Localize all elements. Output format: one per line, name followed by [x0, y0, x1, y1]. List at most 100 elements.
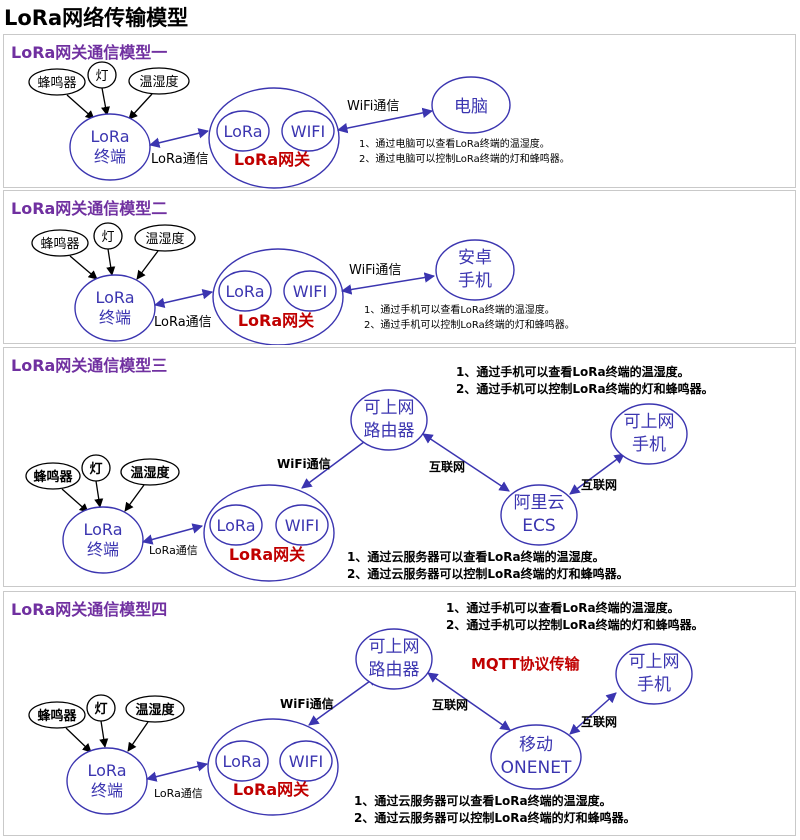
svg-text:LoRa: LoRa — [223, 752, 262, 771]
lora-terminal: LoRa 终端 — [74, 274, 156, 342]
note-1: 1、通过电脑可以查看LoRa终端的温湿度。 — [359, 137, 550, 150]
model-4-diagram: 1、通过手机可以查看LoRa终端的温湿度。 2、通过手机可以控制LoRa终端的灯… — [28, 600, 704, 825]
svg-text:温湿度: 温湿度 — [130, 465, 170, 481]
svg-text:温湿度: 温湿度 — [145, 231, 184, 247]
svg-text:手机: 手机 — [637, 675, 671, 695]
link-router-cloud — [427, 672, 511, 731]
device-light: 灯 — [86, 694, 116, 722]
top-note-1: 1、通过手机可以查看LoRa终端的温湿度。 — [446, 600, 680, 615]
device-temp-humidity: 温湿度 — [128, 67, 190, 95]
internet-link-label-1: 互联网 — [432, 698, 468, 712]
lora-gateway: LoRa WIFI LoRa网关 — [207, 718, 339, 816]
link-gateway-phone — [340, 272, 436, 295]
bottom-note-2: 2、通过云服务器可以控制LoRa终端的灯和蜂鸣器。 — [347, 566, 629, 581]
onenet-cloud: 移动 ONENET — [490, 724, 582, 790]
arrow-temp-terminal — [124, 484, 145, 512]
top-note-2: 2、通过手机可以控制LoRa终端的灯和蜂鸣器。 — [456, 381, 714, 396]
android-phone: 安卓 手机 — [435, 239, 515, 301]
svg-text:温湿度: 温湿度 — [139, 74, 178, 90]
arrow-light-terminal — [106, 248, 116, 276]
svg-text:终端: 终端 — [99, 308, 131, 327]
device-buzzer: 蜂鸣器 — [25, 462, 81, 490]
device-light: 灯 — [87, 61, 117, 89]
link-gateway-computer — [336, 107, 434, 134]
svg-text:终端: 终端 — [87, 540, 119, 559]
note-2: 2、通过电脑可以控制LoRa终端的灯和蜂鸣器。 — [359, 152, 570, 165]
computer: 电脑 — [431, 76, 511, 134]
device-buzzer: 蜂鸣器 — [28, 68, 86, 96]
lora-terminal: LoRa 终端 — [69, 113, 151, 181]
mqtt-protocol-label: MQTT协议传输 — [471, 655, 580, 673]
svg-text:LoRa: LoRa — [96, 288, 135, 307]
router: 可上网 路由器 — [355, 628, 433, 690]
link-terminal-gateway — [153, 288, 214, 309]
lora-link-label: LoRa通信 — [154, 315, 212, 330]
svg-text:可上网: 可上网 — [369, 637, 420, 657]
svg-text:LoRa: LoRa — [217, 516, 256, 535]
link-cloud-phone — [569, 453, 625, 495]
model-1-diagram: 蜂鸣器 灯 温湿度 LoRa 终端 LoRa通信 LoRa WIFI LoRa网… — [28, 61, 570, 189]
device-temp-humidity: 温湿度 — [134, 224, 196, 252]
link-cloud-phone — [569, 692, 617, 735]
svg-text:LoRa网关: LoRa网关 — [233, 780, 309, 799]
svg-text:终端: 终端 — [94, 147, 126, 166]
svg-text:LoRa: LoRa — [226, 282, 265, 301]
internet-phone: 可上网 手机 — [615, 643, 693, 705]
top-note-2: 2、通过手机可以控制LoRa终端的灯和蜂鸣器。 — [446, 617, 704, 632]
link-terminal-gateway — [145, 761, 209, 782]
svg-text:路由器: 路由器 — [369, 660, 420, 680]
device-temp-humidity: 温湿度 — [125, 695, 185, 723]
arrow-light-terminal — [94, 480, 104, 508]
svg-text:电脑: 电脑 — [454, 97, 488, 117]
bottom-note-1: 1、通过云服务器可以查看LoRa终端的温湿度。 — [347, 549, 605, 564]
top-note-1: 1、通过手机可以查看LoRa终端的温湿度。 — [456, 364, 690, 379]
arrow-buzzer-terminal — [66, 94, 95, 120]
svg-text:WIFI: WIFI — [293, 282, 327, 301]
arrow-buzzer-terminal — [61, 488, 89, 513]
svg-text:手机: 手机 — [458, 271, 492, 291]
arrow-temp-terminal — [128, 93, 153, 120]
svg-text:手机: 手机 — [632, 435, 666, 455]
svg-text:LoRa: LoRa — [91, 127, 130, 146]
lora-terminal: LoRa 终端 — [66, 747, 148, 815]
internet-link-label-1: 互联网 — [429, 460, 465, 474]
device-buzzer: 蜂鸣器 — [31, 229, 89, 257]
model-4-panel: LoRa网关通信模型四 1、通过手机可以查看LoRa终端的温湿度。 2、通过手机… — [3, 591, 796, 836]
svg-text:可上网: 可上网 — [624, 412, 675, 432]
bottom-note-2: 2、通过云服务器可以控制LoRa终端的灯和蜂鸣器。 — [354, 810, 636, 825]
model-1-title: LoRa网关通信模型一 — [11, 43, 168, 62]
svg-text:灯: 灯 — [101, 230, 114, 245]
arrow-buzzer-terminal — [69, 255, 98, 280]
wifi-link-label: WiFi通信 — [349, 263, 401, 278]
arrow-light-terminal — [99, 720, 109, 748]
svg-text:灯: 灯 — [89, 461, 102, 477]
model-3-diagram: 1、通过手机可以查看LoRa终端的温湿度。 2、通过手机可以控制LoRa终端的灯… — [25, 364, 714, 582]
svg-text:ONENET: ONENET — [501, 758, 572, 778]
model-3-title: LoRa网关通信模型三 — [11, 356, 168, 375]
wifi-link-label: WiFi通信 — [277, 456, 331, 471]
arrow-temp-terminal — [136, 250, 159, 280]
svg-text:阿里云: 阿里云 — [514, 493, 565, 513]
svg-text:LoRa: LoRa — [88, 761, 127, 780]
svg-text:LoRa: LoRa — [224, 122, 263, 141]
link-router-cloud — [422, 433, 510, 492]
arrow-temp-terminal — [127, 721, 149, 752]
lora-link-label: LoRa通信 — [151, 152, 209, 167]
svg-text:灯: 灯 — [95, 69, 108, 84]
link-terminal-gateway — [148, 128, 210, 148]
svg-text:可上网: 可上网 — [364, 398, 415, 418]
svg-text:WIFI: WIFI — [285, 516, 319, 535]
lora-gateway: LoRa WIFI LoRa网关 — [212, 248, 344, 345]
svg-text:LoRa: LoRa — [84, 520, 123, 539]
internet-link-label-2: 互联网 — [581, 478, 617, 492]
bottom-note-1: 1、通过云服务器可以查看LoRa终端的温湿度。 — [354, 793, 612, 808]
lora-gateway: LoRa WIFI LoRa网关 — [203, 484, 335, 582]
arrow-buzzer-terminal — [65, 727, 92, 753]
svg-text:路由器: 路由器 — [364, 421, 415, 441]
wifi-link-label: WiFi通信 — [347, 99, 399, 114]
note-1: 1、通过手机可以查看LoRa终端的温湿度。 — [364, 303, 555, 316]
svg-text:LoRa网关: LoRa网关 — [238, 311, 314, 330]
svg-text:终端: 终端 — [91, 781, 123, 800]
link-terminal-gateway — [141, 523, 204, 545]
router: 可上网 路由器 — [350, 389, 428, 451]
